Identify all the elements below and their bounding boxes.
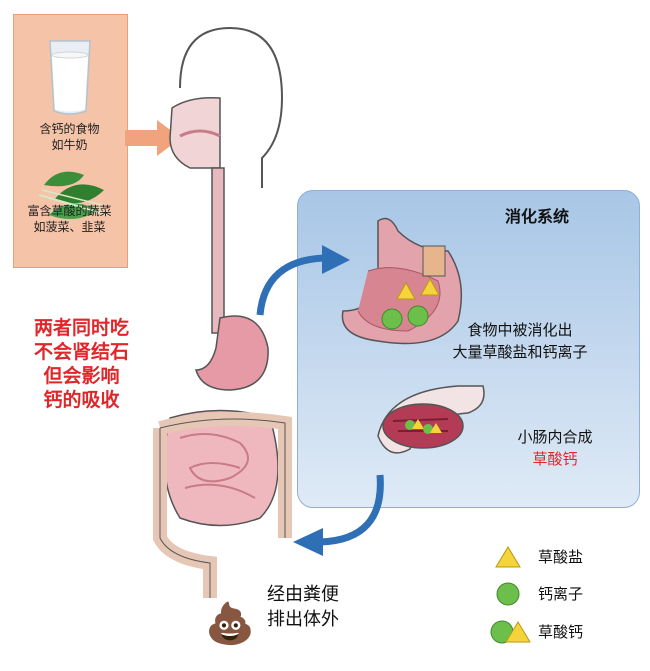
legend-item-calcium: 钙离子 [488, 580, 638, 608]
stomach-caption-line2: 大量草酸盐和钙离子 [452, 343, 588, 361]
legend-label: 钙离子 [538, 585, 584, 603]
poop-icon: 💩 [205, 601, 255, 647]
triangle-icon [495, 546, 521, 568]
greens-caption-text: 富含草酸的蔬菜 如菠菜、韭菜 [27, 204, 112, 234]
digestive-system-panel [297, 190, 640, 508]
warning-text-content: 两者同时吃 不会肾结石 但会影响 钙的吸收 [33, 317, 129, 411]
stomach-closeup-icon [341, 217, 463, 345]
arrow-to-stomach-icon [256, 245, 350, 316]
digestive-panel-illustrations [341, 217, 485, 454]
legend-label: 草酸盐 [538, 548, 584, 566]
food-illustrations [38, 40, 110, 219]
circle-icon [496, 582, 520, 606]
milk-glass-icon [49, 40, 91, 115]
intestine-caption-line1: 小肠内合成 [517, 428, 593, 446]
legend-item-oxalate: 草酸盐 [488, 543, 638, 571]
circle-triangle-icon [490, 620, 531, 644]
intestine-caption-line2: 草酸钙 [532, 450, 578, 468]
digestive-system-title: 消化系统 [505, 207, 570, 226]
excretion-line2: 排出体外 [267, 609, 339, 630]
excretion-line1: 经由粪便 [267, 584, 339, 605]
milk-caption-text: 含钙的食物 如牛奶 [39, 122, 100, 152]
digestive-tract-figure [153, 26, 292, 598]
spinach-icon [38, 171, 110, 219]
legend-item-calcium-oxalate: 草酸钙 [488, 618, 638, 646]
food-arrow-icon [125, 120, 181, 156]
intestine-caption: 小肠内合成 草酸钙 [500, 426, 610, 470]
stomach-caption: 食物中被消化出 大量草酸盐和钙离子 [440, 319, 600, 363]
warning-text: 两者同时吃 不会肾结石 但会影响 钙的吸收 [14, 316, 149, 412]
milk-caption: 含钙的食物 如牛奶 [13, 121, 126, 153]
food-panel [13, 14, 128, 268]
intestine-closeup-icon [377, 385, 485, 454]
stomach-caption-line1: 食物中被消化出 [467, 321, 573, 339]
legend-label: 草酸钙 [538, 623, 584, 641]
excretion-caption: 经由粪便 排出体外 [258, 582, 348, 632]
arrow-to-colon-icon [293, 474, 384, 556]
greens-caption: 富含草酸的蔬菜 如菠菜、韭菜 [13, 203, 126, 235]
